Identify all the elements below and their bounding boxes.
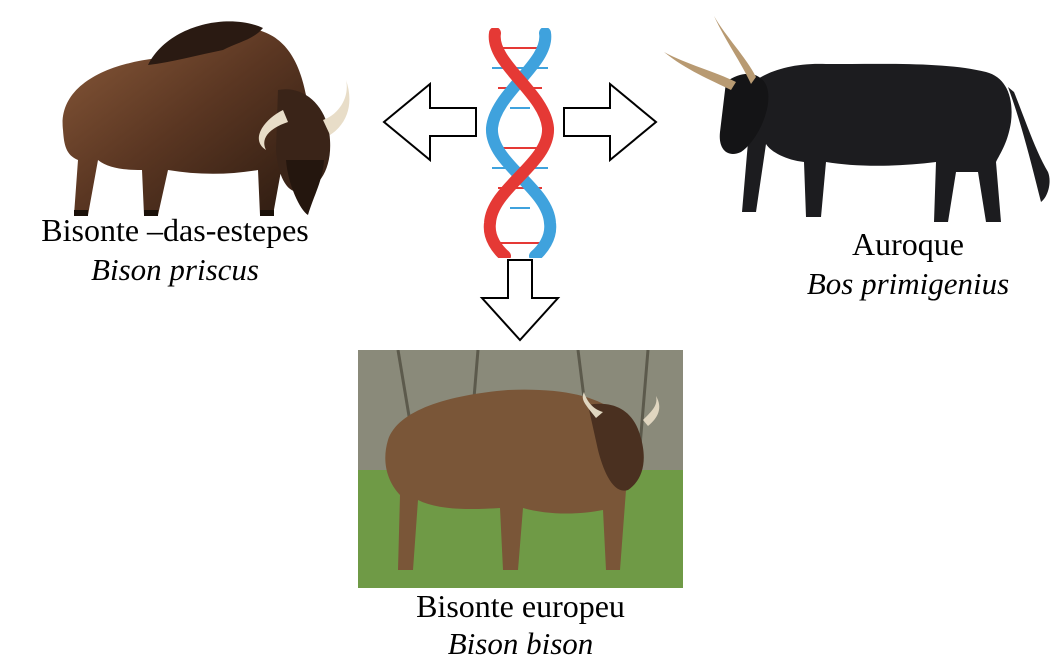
aurochs-label: Auroque Bos primigenius: [760, 228, 1056, 300]
european-bison-scientific-name: Bison bison: [358, 628, 683, 661]
steppe-bison-image: [38, 10, 358, 222]
arrow-down-icon: [478, 258, 562, 342]
dna-double-helix-icon: [470, 28, 570, 258]
aurochs-scientific-name: Bos primigenius: [760, 268, 1056, 301]
arrow-right-icon: [562, 82, 658, 162]
european-bison-image: [358, 350, 683, 588]
arrow-left-icon: [382, 82, 478, 162]
aurochs-common-name: Auroque: [760, 228, 1056, 262]
aurochs-image: [656, 12, 1056, 230]
european-bison-label: Bisonte europeu Bison bison: [358, 590, 683, 660]
steppe-bison-common-name: Bisonte –das-estepes: [0, 214, 350, 248]
steppe-bison-label: Bisonte –das-estepes Bison priscus: [0, 214, 350, 286]
european-bison-common-name: Bisonte europeu: [358, 590, 683, 624]
steppe-bison-scientific-name: Bison priscus: [0, 254, 350, 287]
